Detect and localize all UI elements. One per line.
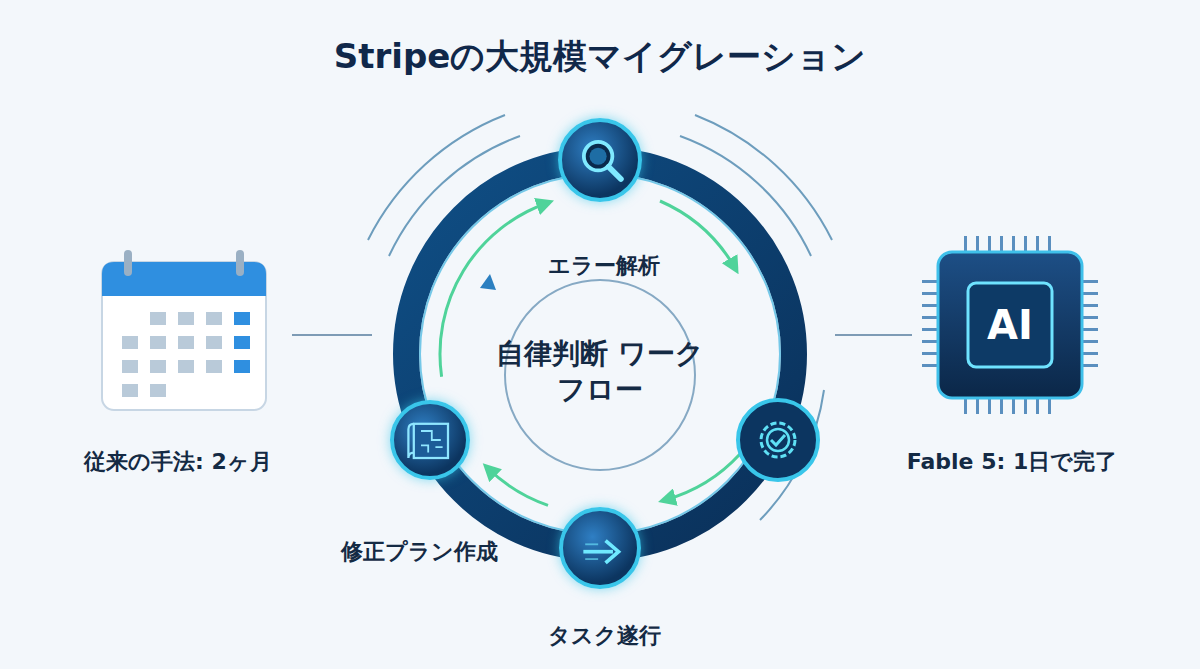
cycle-arrow (665, 454, 740, 500)
side-line (835, 334, 912, 336)
calendar-icon (102, 250, 266, 410)
chip-label: AI (987, 302, 1033, 348)
cycle-ring-inner (420, 174, 780, 534)
step-label: タスク遂行 (548, 621, 661, 651)
title: Stripeの大規模マイグレーション (334, 34, 867, 80)
icon-circle: タスク遂行 (559, 507, 641, 589)
center-hub: 自律判断 ワークフロー (507, 279, 693, 465)
side-label: Fable 5: 1日で完了 (907, 447, 1118, 477)
icon-circle: 修正プラン作成 (390, 400, 470, 480)
ai-chip (922, 236, 1098, 414)
orbit-arcs (368, 115, 832, 520)
cycle-arrow (660, 201, 735, 268)
step-label: エラー解析 (548, 251, 660, 281)
cycle-ring (406, 160, 794, 548)
hub-text: 自律判断 ワークフロー (490, 336, 710, 409)
icon-circle: エラー解析 (558, 118, 642, 202)
node-icon (394, 404, 466, 476)
inner-arrowhead (480, 274, 496, 290)
step-label: 修正プラン作成 (341, 537, 498, 567)
node-icon (562, 122, 638, 198)
side-label: 従来の手法: 2ヶ月 (84, 447, 272, 477)
side-line (292, 334, 372, 336)
cycle-arrow (488, 468, 548, 505)
gear-icon (738, 400, 818, 480)
node-icon (563, 511, 637, 585)
